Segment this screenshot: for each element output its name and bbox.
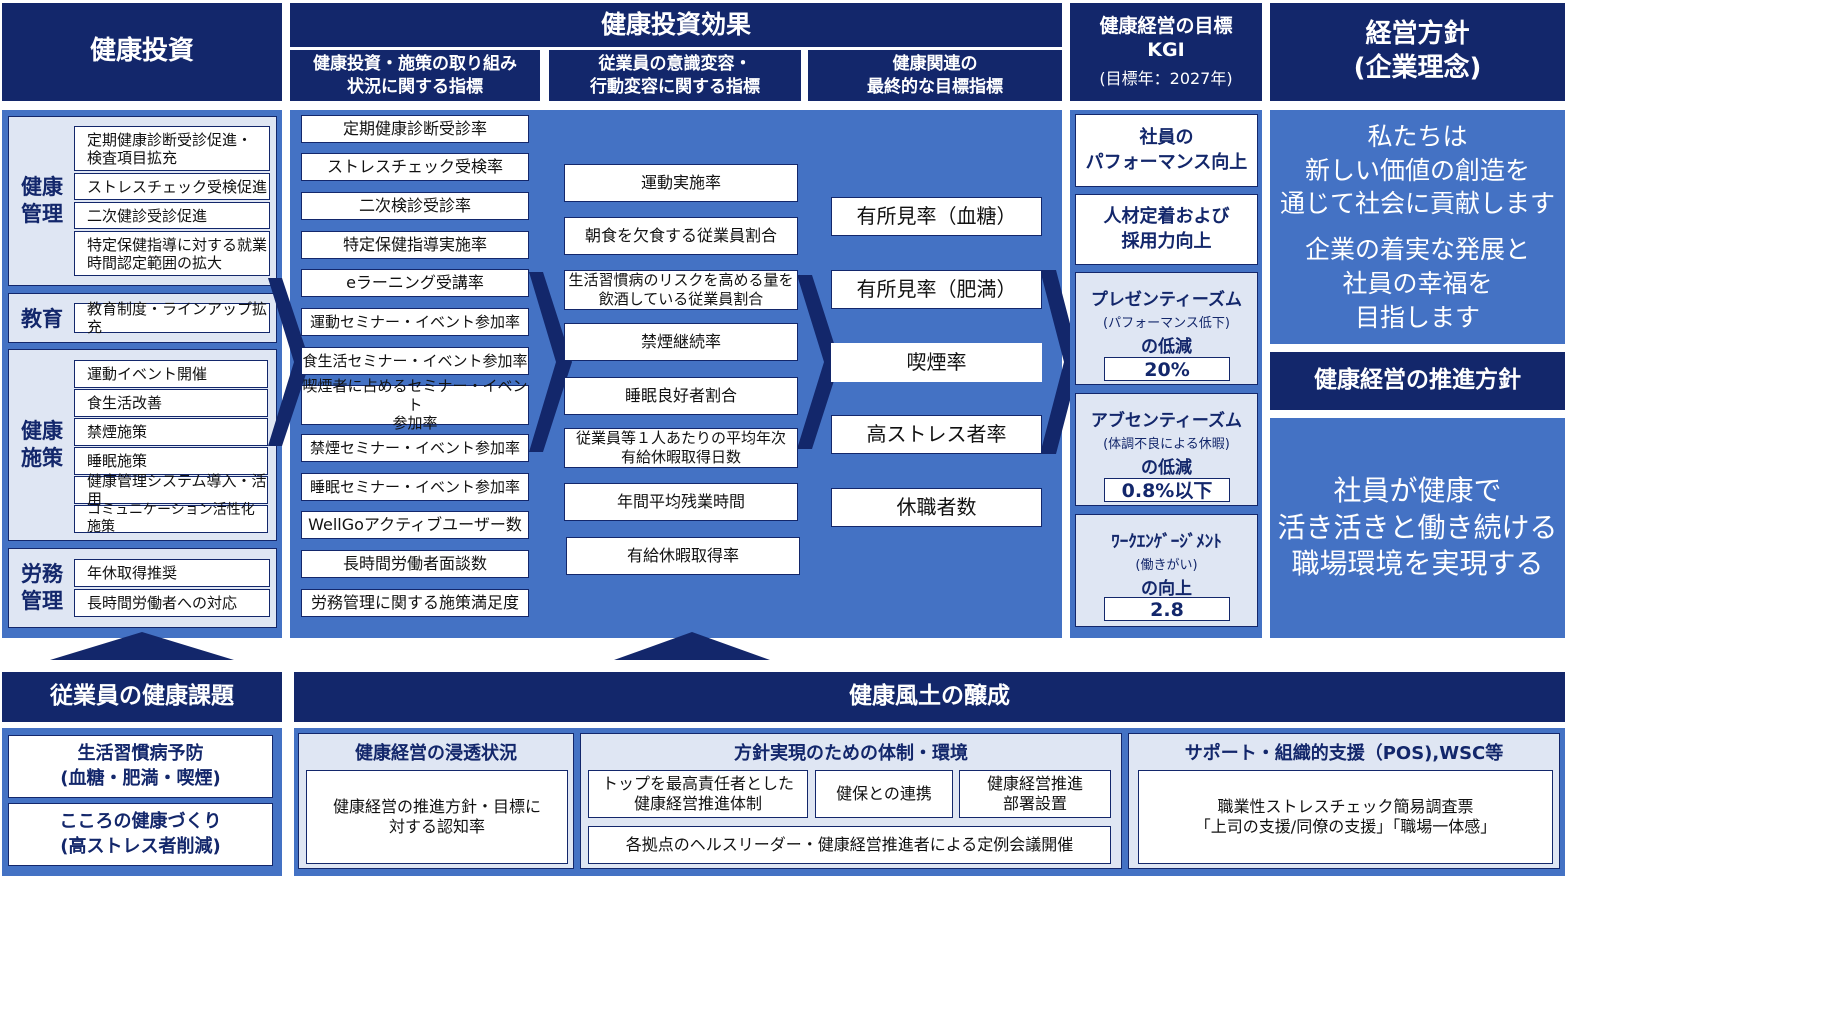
col3-item: 高ストレス者率 [831, 415, 1042, 454]
col1-item: ストレスチェック受検率 [301, 153, 529, 181]
header-issues: 従業員の健康課題 [2, 672, 282, 722]
absenteeism-suffix: の低減 [1141, 458, 1192, 478]
investment-item: 特定保健指導に対する就業 時間認定範囲の拡大 [74, 231, 270, 276]
col3-item: 有所見率（肥満） [831, 270, 1042, 309]
absenteeism-value: 0.8%以下 [1104, 478, 1230, 502]
col2-item: 年間平均残業時間 [564, 483, 798, 521]
group-label-education: 教育 [21, 307, 63, 331]
header-effect-sub1: 健康投資・施策の取り組み 状況に関する指標 [290, 50, 540, 101]
col3-item: 有所見率（血糖） [831, 197, 1042, 236]
col3-item: 喫煙率 [831, 343, 1042, 382]
kgi-presenteeism: プレゼンティーズム (パフォーマンス低下) の低減 20% [1075, 272, 1258, 385]
kgi-performance: 社員の パフォーマンス向上 [1075, 114, 1258, 187]
col1-item: WellGoアクティブユーザー数 [301, 511, 529, 539]
culture-item: トップを最高責任者とした 健康経営推進体制 [588, 770, 808, 818]
investment-item: 健康管理システム導入・活用 [74, 472, 268, 508]
policy-text-2: 企業の着実な発展と 社員の幸福を 目指します [1304, 235, 1530, 332]
culture-item: 健康経営推進 部署設置 [959, 770, 1111, 818]
col1-item: 禁煙セミナー・イベント参加率 [301, 434, 529, 462]
policy-panel: 私たちは 新しい価値の創造を 通じて社会に貢献します 企業の着実な発展と 社員の… [1270, 110, 1565, 344]
culture-section-structure-title: 方針実現のための体制・環境 [734, 743, 968, 764]
header-effect: 健康投資効果 [290, 3, 1062, 47]
col2-item: 運動実施率 [564, 164, 798, 202]
col1-item: 喫煙者に占めるセミナー・イベント 参加率 [301, 376, 529, 433]
kgi-title: 健康経営の目標 KGI [1099, 15, 1233, 61]
col1-item: 睡眠セミナー・イベント参加率 [301, 473, 529, 501]
culture-item: 職業性ストレスチェック簡易調査票 「上司の支援/同僚の支援」「職場一体感」 [1138, 770, 1553, 864]
chevron-arrow-2 [529, 272, 572, 452]
col3-item: 休職者数 [831, 488, 1042, 527]
investment-item: ストレスチェック受検促進 [74, 173, 270, 200]
investment-item: 運動イベント開催 [74, 360, 268, 388]
group-label-health-management: 健康 管理 [21, 174, 63, 226]
kgi-absenteeism: アブセンティーズム (体調不良による休暇) の低減 0.8%以下 [1075, 393, 1258, 506]
group-label-health-measures: 健康 施策 [21, 418, 63, 470]
promotion-panel: 社員が健康で 活き活きと働き続ける 職場環境を実現する [1270, 418, 1565, 638]
col2-item: 睡眠良好者割合 [564, 377, 798, 415]
investment-item: 睡眠施策 [74, 447, 268, 475]
col1-item: 運動セミナー・イベント参加率 [301, 308, 529, 336]
up-arrow-left [50, 632, 234, 660]
presenteeism-sub: (パフォーマンス低下) [1103, 316, 1230, 331]
investment-item: 年休取得推奨 [74, 559, 270, 587]
engagement-value: 2.8 [1104, 597, 1230, 621]
policy-text-1: 私たちは 新しい価値の創造を 通じて社会に貢献します [1279, 121, 1555, 219]
kgi-year: (目標年：2027年) [1099, 68, 1233, 88]
kgi-engagement: ﾜｰｸｴﾝｹﾞｰｼﾞﾒﾝﾄ (働きがい) の向上 2.8 [1075, 514, 1258, 627]
engagement-title: ﾜｰｸｴﾝｹﾞｰｼﾞﾒﾝﾄ [1111, 532, 1222, 552]
col1-item: 長時間労働者面談数 [301, 550, 529, 578]
header-policy: 経営方針 (企業理念) [1270, 3, 1565, 101]
kgi-talent: 人材定着および 採用力向上 [1075, 194, 1258, 265]
col1-item: 食生活セミナー・イベント参加率 [301, 347, 529, 375]
col1-item: 特定保健指導実施率 [301, 231, 529, 259]
header-investment: 健康投資 [2, 3, 282, 101]
presenteeism-suffix: の低減 [1141, 337, 1192, 357]
investment-item: 長時間労働者への対応 [74, 589, 270, 617]
col2-item: 朝食を欠食する従業員割合 [564, 217, 798, 255]
culture-section-support-title: サポート・組織的支援（POS),WSC等 [1184, 743, 1504, 764]
col1-item: eラーニング受講率 [301, 269, 529, 297]
header-kgi: 健康経営の目標 KGI (目標年：2027年) [1070, 3, 1262, 101]
investment-item: 教育制度・ラインアップ拡充 [74, 300, 270, 336]
header-effect-sub2: 従業員の意識変容・ 行動変容に関する指標 [549, 50, 801, 101]
engagement-suffix: の向上 [1141, 579, 1192, 599]
col2-item: 従業員等１人あたりの平均年次 有給休暇取得日数 [564, 428, 798, 468]
col1-item: 二次検診受診率 [301, 192, 529, 220]
issue-mental: こころの健康づくり (高ストレス者削減) [8, 803, 273, 866]
investment-item: コミュニケーション活性化施策 [74, 502, 268, 535]
issue-lifestyle: 生活習慣病予防 (血糖・肥満・喫煙) [8, 735, 273, 798]
promotion-text: 社員が健康で 活き活きと働き続ける 職場環境を実現する [1277, 474, 1558, 581]
col1-item: 労務管理に関する施策満足度 [301, 589, 529, 617]
header-effect-sub3: 健康関連の 最終的な目標指標 [808, 50, 1062, 101]
investment-item: 二次健診受診促進 [74, 202, 270, 229]
col1-item: 定期健康診断受診率 [301, 115, 529, 143]
presenteeism-value: 20% [1104, 357, 1230, 381]
engagement-sub: (働きがい) [1135, 558, 1198, 573]
culture-section-penetration-title: 健康経営の浸透状況 [355, 743, 517, 764]
up-arrow-center [614, 632, 770, 660]
culture-item: 健保との連携 [815, 770, 953, 818]
absenteeism-sub: (体調不良による休暇) [1103, 437, 1230, 452]
culture-item: 健康経営の推進方針・目標に 対する認知率 [306, 770, 568, 864]
header-culture: 健康風土の醸成 [294, 672, 1565, 722]
presenteeism-title: プレゼンティーズム [1090, 290, 1243, 310]
culture-item: 各拠点のヘルスリーダー・健康経営推進者による定例会議開催 [588, 826, 1111, 864]
col2-item: 有給休暇取得率 [566, 537, 800, 575]
header-promotion: 健康経営の推進方針 [1270, 352, 1565, 410]
investment-item: 禁煙施策 [74, 418, 268, 446]
col2-item: 生活習慣病のリスクを高める量を 飲酒している従業員割合 [564, 270, 798, 310]
absenteeism-title: アブセンティーズム [1090, 411, 1243, 431]
investment-item: 定期健康診断受診促進・ 検査項目拡充 [74, 126, 270, 171]
col2-item: 禁煙継続率 [564, 323, 798, 361]
group-label-labor-management: 労務 管理 [21, 561, 63, 613]
investment-item: 食生活改善 [74, 389, 268, 417]
